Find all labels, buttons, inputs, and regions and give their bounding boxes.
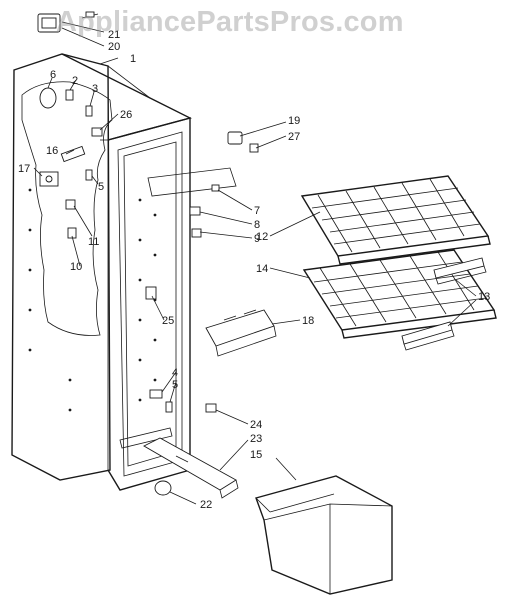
callout-26: 26 xyxy=(120,109,132,121)
rail-23 xyxy=(143,437,239,499)
callout-9: 9 xyxy=(254,233,260,245)
shelf-rails xyxy=(401,257,487,351)
wire-shelf-lower xyxy=(302,249,497,339)
callout-11: 11 xyxy=(88,236,99,248)
callout-8: 8 xyxy=(254,219,260,231)
cover-18 xyxy=(205,309,277,357)
callout-25: 25 xyxy=(162,315,174,327)
callout-23: 23 xyxy=(250,433,262,445)
callout-20: 20 xyxy=(108,41,120,53)
callout-13: 13 xyxy=(478,291,490,303)
site-watermark: AppliancePartsPros.com xyxy=(56,6,404,38)
callout-22: 22 xyxy=(200,499,212,511)
callout-19: 19 xyxy=(288,115,300,127)
callout-15: 15 xyxy=(250,449,262,461)
callout-10: 10 xyxy=(70,261,82,273)
loose-parts xyxy=(147,131,259,496)
callout-5-upper: 5 xyxy=(98,181,104,193)
ice-bin xyxy=(255,475,393,595)
callout-14: 14 xyxy=(256,263,268,275)
callout-16: 16 xyxy=(46,145,58,157)
callout-21: 21 xyxy=(108,29,120,41)
callout-18: 18 xyxy=(302,315,314,327)
callout-2: 2 xyxy=(72,75,78,87)
wire-shelf-upper xyxy=(300,175,491,265)
freezer-liner xyxy=(11,53,192,491)
callout-12: 12 xyxy=(256,231,268,243)
callout-labels: 1 2 3 4 5 5 6 7 8 9 10 11 12 13 14 15 16… xyxy=(18,29,490,511)
callout-3: 3 xyxy=(92,83,98,95)
callout-5-lower: 5 xyxy=(172,379,178,391)
callout-27: 27 xyxy=(288,131,300,143)
callout-17: 17 xyxy=(18,163,30,175)
callout-4: 4 xyxy=(172,367,178,379)
leader-lines xyxy=(33,21,477,505)
callout-7: 7 xyxy=(254,205,260,217)
callout-24: 24 xyxy=(250,419,262,431)
callout-1: 1 xyxy=(130,53,136,65)
cabinet-components xyxy=(37,11,173,413)
callout-6: 6 xyxy=(50,69,56,81)
